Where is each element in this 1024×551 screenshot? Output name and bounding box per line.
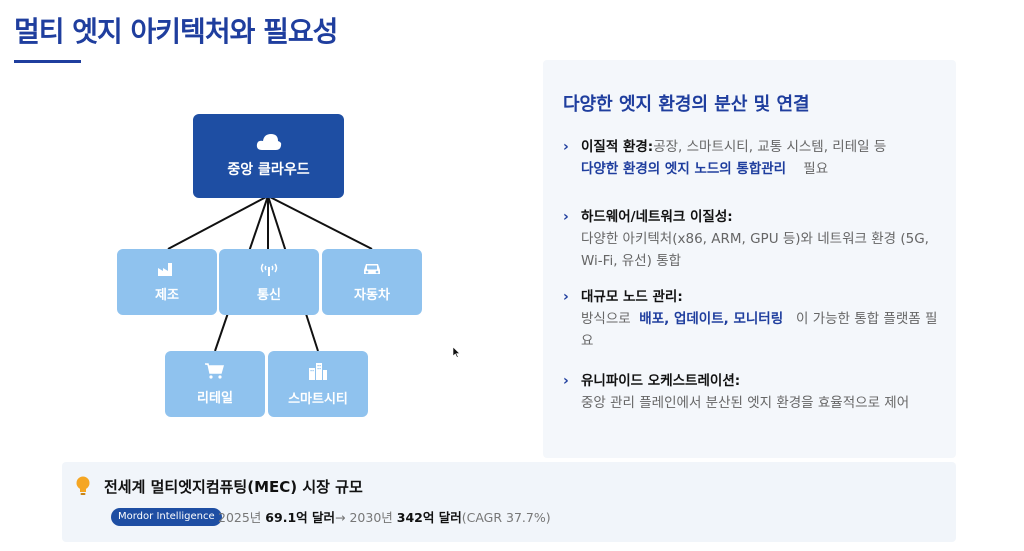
info-panel: 다양한 엣지 환경의 분산 및 연결 › 이질적 환경:공장, 스마트시티, 교… [543,60,956,458]
factory-icon [158,262,176,276]
central-cloud-label: 중앙 클라우드 [227,162,310,178]
chevron-right-icon: › [563,139,569,155]
item-emphasis: 다양한 환경의 엣지 노드의 통합관리 [581,161,787,177]
source-badge: Mordor Intelligence [111,508,222,526]
callout-title: 전세계 멀티엣지컴퓨팅(MEC) 시장 규모 [104,478,363,496]
chevron-right-icon: › [563,373,569,389]
lightbulb-icon [76,476,90,500]
chevron-right-icon: › [563,289,569,305]
item-heading: 하드웨어/네트워크 이질성: [581,209,733,225]
list-item-unified-orchestration: › 유니파이드 오케스트레이션: 중앙 관리 플레인에서 분산된 엣지 환경을 … [563,370,943,414]
node-smartcity: 스마트시티 [268,351,368,417]
arrow-right-icon: → [335,510,346,525]
item-emphasis: 배포, 업데이트, 모니터링 [639,311,784,327]
connector-manufacturing [167,195,269,250]
item-text-suffix: 필요 [803,161,829,177]
page-title: 멀티 엣지 아키텍처와 필요성 [14,15,338,48]
item-text: 공장, 스마트시티, 교통 시스템, 리테일 등 [653,139,887,155]
antenna-icon [259,262,279,276]
edge-architecture-diagram: 중앙 클라우드 제조 통신 자동차 리테일 스마트시티 [0,0,540,460]
title-underline [14,60,81,63]
item-heading: 이질적 환경: [581,139,654,155]
node-retail: 리테일 [165,351,265,417]
node-automotive: 자동차 [322,249,422,315]
central-cloud-node: 중앙 클라우드 [193,114,344,198]
market-stat: 2025년 69.1억 달러→ 2030년 342억 달러(CAGR 37.7%… [218,507,551,526]
node-telecom: 통신 [219,249,319,315]
buildings-icon [308,362,328,380]
connector-automotive [267,195,373,250]
item-text: 다양한 아키텍처(x86, ARM, GPU 등)와 네트워크 환경 (5G, … [581,231,929,269]
node-label: 스마트시티 [288,391,348,407]
node-label: 제조 [155,287,179,303]
car-icon [362,262,382,276]
cloud-icon [256,133,282,151]
node-manufacturing: 제조 [117,249,217,315]
item-heading: 대규모 노드 관리: [581,289,683,305]
stat-value-2025: 69.1억 달러 [265,510,335,525]
stat-value-2030: 342억 달러 [396,510,462,525]
stat-cagr: (CAGR 37.7%) [461,510,551,525]
mouse-cursor-icon [452,343,461,362]
list-item-heterogeneous-env: › 이질적 환경:공장, 스마트시티, 교통 시스템, 리테일 등 다양한 환경… [563,136,943,180]
market-size-callout: 전세계 멀티엣지컴퓨팅(MEC) 시장 규모 Mordor Intelligen… [62,462,956,542]
node-label: 통신 [257,287,281,303]
chevron-right-icon: › [563,209,569,225]
node-label: 자동차 [354,287,390,303]
list-item-hw-network: › 하드웨어/네트워크 이질성: 다양한 아키텍처(x86, ARM, GPU … [563,206,943,272]
cart-icon [205,362,225,379]
list-item-large-scale-mgmt: › 대규모 노드 관리: 방식으로 배포, 업데이트, 모니터링 이 가능한 통… [563,286,943,352]
item-text: 방식으로 [581,311,631,327]
item-heading: 유니파이드 오케스트레이션: [581,373,741,389]
panel-title: 다양한 엣지 환경의 분산 및 연결 [563,94,810,115]
item-text-suffix: 이 가능한 통합 플랫폼 필요 [581,311,938,349]
node-label: 리테일 [197,390,233,406]
item-text: 중앙 관리 플레인에서 분산된 엣지 환경을 효율적으로 제어 [581,395,910,411]
stat-year-2025: 2025년 [218,510,262,525]
stat-year-2030: 2030년 [349,510,393,525]
